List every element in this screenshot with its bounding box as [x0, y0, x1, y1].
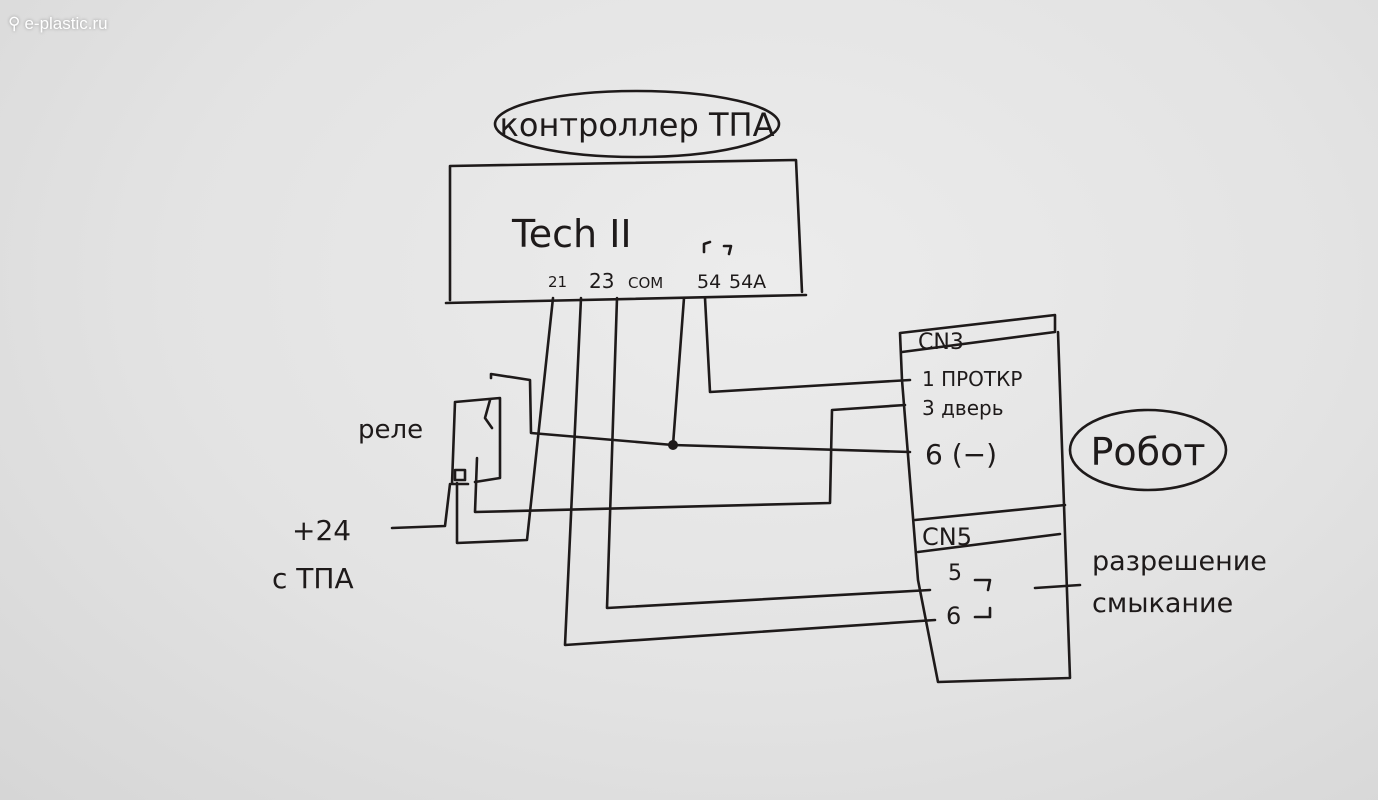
wire-21 — [455, 296, 555, 545]
controller-model: Tech II — [511, 212, 632, 256]
relay-coil — [453, 468, 467, 482]
relay-contact — [483, 398, 494, 430]
cn5-pin-6: 6 — [946, 602, 961, 630]
note-leader-line — [1033, 583, 1082, 590]
pin-label-54: 54 — [697, 271, 721, 293]
cn5-title: CN5 — [922, 523, 972, 551]
relay-label: реле — [358, 415, 423, 445]
pin-label-54a: 54A — [729, 271, 766, 293]
cn5-jumper-symbol — [973, 578, 992, 619]
controller-caption-oval — [493, 89, 781, 159]
robot-caption: Робот — [1091, 430, 1206, 474]
relay-box — [450, 396, 502, 486]
logo-icon: ⚲ — [8, 14, 21, 33]
cn3-pin-1: 1 ПРОТКР — [922, 367, 1022, 391]
wire-54 — [671, 296, 686, 447]
pin-label-com: COM — [628, 274, 663, 292]
cn5-pin-5: 5 — [948, 561, 962, 586]
wire-relay-common — [489, 372, 912, 454]
wire-relay-to-door — [473, 403, 907, 514]
watermark: ⚲ e-plastic.ru — [8, 14, 108, 33]
wire-24v — [390, 482, 452, 530]
wire-23 — [563, 296, 937, 647]
pin-label-23: 23 — [589, 269, 614, 293]
wire-com — [605, 296, 932, 610]
cn3-title: CN3 — [918, 330, 964, 355]
robot-caption-oval — [1068, 408, 1228, 492]
controller-caption: контроллер ТПА — [500, 106, 775, 144]
power-label-voltage: +24 — [292, 514, 351, 547]
controller-box — [444, 158, 808, 305]
cn3-pin-3: 3 дверь — [922, 396, 1003, 420]
cn5-header-lines — [913, 503, 1067, 554]
power-label-source: с ТПА — [272, 562, 354, 595]
cn3-pin-6: 6 (−) — [925, 438, 997, 471]
wire-54a — [703, 296, 912, 394]
pin-label-21: 21 — [548, 273, 567, 291]
cn5-note-line1: разрешение — [1092, 546, 1267, 577]
cn5-note-line2: смыкание — [1092, 588, 1233, 619]
junction-dot — [668, 440, 678, 450]
robot-connector-block — [898, 313, 1072, 684]
switch-contact-symbol — [702, 240, 733, 256]
